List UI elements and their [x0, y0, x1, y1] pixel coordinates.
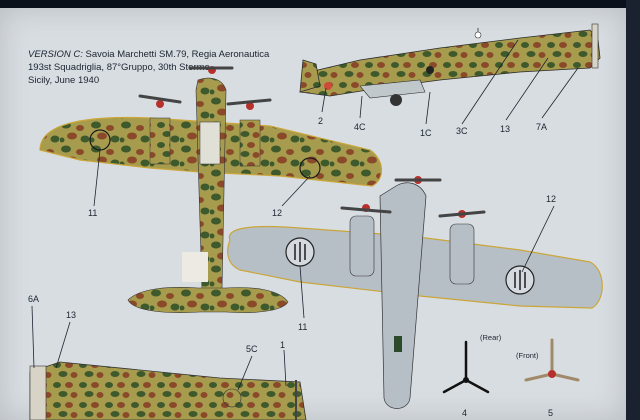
top-border	[0, 0, 640, 8]
caption-version-label: VERSION C:	[28, 49, 83, 60]
white-rudder-band	[29, 365, 47, 420]
callout-11-left: 11	[88, 208, 97, 218]
under-fuselage-marking	[394, 336, 402, 352]
fuselage-top-profile	[299, 29, 601, 97]
callout-12-mid: 12	[272, 208, 282, 218]
side-profile-bottom	[29, 361, 307, 420]
left-nacelle-underside	[349, 215, 375, 277]
callout-12-right: 12	[546, 194, 556, 204]
main-wheel-top	[390, 94, 402, 106]
right-spinner	[246, 102, 254, 110]
right-border	[626, 0, 640, 420]
prop-front-label: (Front)	[516, 351, 539, 360]
callout-3c: 3C	[456, 126, 468, 136]
propeller-rear-view	[442, 340, 490, 394]
callout-5c: 5C	[246, 344, 258, 354]
fasces-roundel-right	[299, 157, 321, 179]
side-profile-top	[299, 23, 601, 106]
nose-panel	[591, 23, 599, 69]
caption-aircraft: Savoia Marchetti SM.79, Regia Aeronautic…	[82, 49, 270, 60]
caption-unit: 193st Squadriglia, 87°Gruppo, 30th Storm…	[28, 62, 210, 73]
fuselage-bottom-profile	[29, 361, 307, 420]
callout-6a: 6A	[28, 294, 39, 304]
ventral-gondola	[359, 79, 426, 99]
caption-location-date: Sicily, June 1940	[28, 75, 100, 86]
callout-4: 4	[462, 408, 467, 418]
callout-7a: 7A	[536, 122, 547, 132]
tail-wheel-marker	[324, 82, 332, 90]
propeller-front-view	[524, 338, 580, 382]
engine-bottom-profile	[222, 388, 242, 408]
tail-fin-top-profile	[299, 59, 321, 93]
callout-11-bottom: 11	[298, 322, 307, 332]
fuselage-underside	[379, 182, 427, 409]
prop-rear-label: (Rear)	[480, 333, 502, 342]
underside-planform	[227, 176, 603, 409]
callout-1: 1	[280, 340, 285, 350]
tailplane-camo	[127, 287, 289, 313]
right-nacelle-underside	[449, 223, 475, 285]
right-nacelle	[239, 119, 261, 167]
engine-nacelle-top	[426, 66, 434, 74]
version-caption: VERSION C: Savoia Marchetti SM.79, Regia…	[28, 48, 269, 87]
left-spinner	[156, 100, 164, 108]
left-nacelle	[149, 117, 171, 165]
callout-1c: 1C	[420, 128, 432, 138]
callout-5: 5	[548, 408, 553, 418]
cockpit-glazing	[199, 121, 221, 165]
callout-2: 2	[318, 116, 323, 126]
top-view-planform	[39, 66, 383, 313]
callout-13-bottom: 13	[66, 310, 76, 320]
callout-4c: 4C	[354, 122, 366, 132]
white-fuselage-band	[182, 252, 208, 282]
leader-lines	[31, 39, 579, 391]
callout-13-top: 13	[500, 124, 510, 134]
